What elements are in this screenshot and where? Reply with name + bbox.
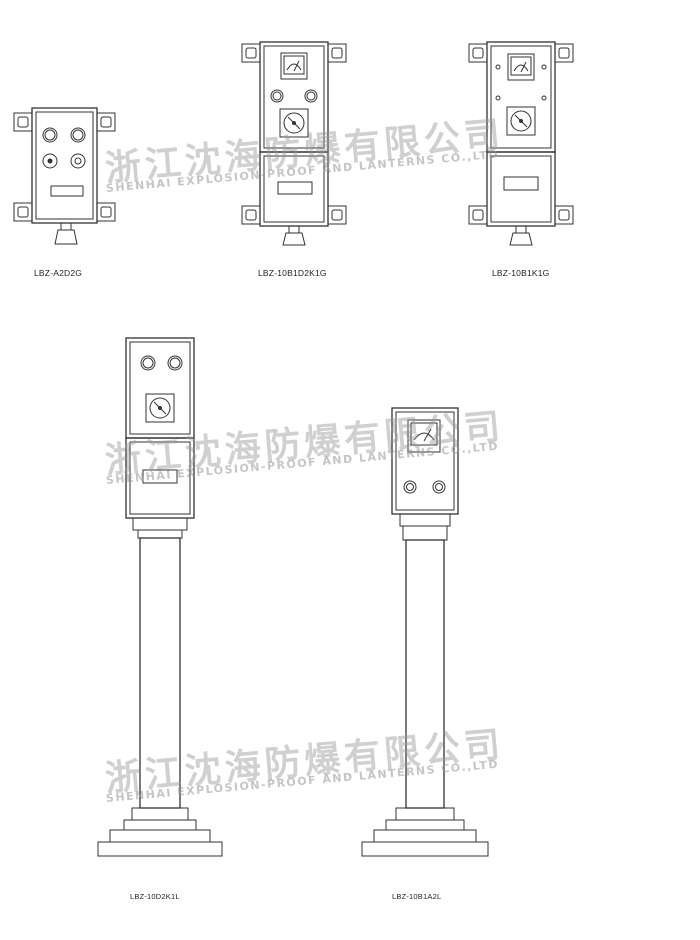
enclosure-body <box>31 107 98 224</box>
ammeter <box>507 53 535 81</box>
indicator-lamp <box>42 153 58 169</box>
ammeter <box>407 419 441 453</box>
nameplate <box>50 185 84 197</box>
push-button <box>70 127 86 143</box>
nameplate <box>277 181 313 195</box>
rotary-switch <box>506 106 536 136</box>
mounting-lug <box>96 112 116 132</box>
nameplate <box>142 469 178 484</box>
push-button <box>140 355 156 371</box>
product-drawing-lbz-10b1d2k1g <box>241 41 347 246</box>
product-drawing-lbz-10d2k1l <box>97 337 223 857</box>
push-button <box>403 480 417 494</box>
column-base <box>395 807 455 821</box>
product-drawing-lbz-a2d2g <box>13 107 116 245</box>
model-label: LBZ-10B1K1G <box>492 268 550 278</box>
mounting-lug <box>13 202 33 222</box>
mounting-lug <box>96 202 116 222</box>
mounting-lug <box>13 112 33 132</box>
enclosure-upper <box>125 337 195 439</box>
cable-gland <box>509 232 533 246</box>
model-label: LBZ-10D2K1L <box>130 892 180 901</box>
model-label: LBZ-10B1A2L <box>392 892 442 901</box>
push-button <box>167 355 183 371</box>
cable-gland <box>54 229 78 245</box>
push-button <box>432 480 446 494</box>
indicator-lamp <box>70 153 86 169</box>
enclosure-lower <box>486 151 556 227</box>
model-label: LBZ-10B1D2K1G <box>258 268 327 278</box>
product-drawing-lbz-10b1a2l <box>361 407 489 857</box>
rotary-switch <box>279 108 309 138</box>
rotary-switch <box>145 393 175 423</box>
push-button <box>42 127 58 143</box>
column-base <box>131 807 189 821</box>
nameplate <box>503 176 539 191</box>
ammeter <box>280 52 308 80</box>
model-label: LBZ-A2D2G <box>34 268 83 278</box>
cable-gland <box>282 232 306 246</box>
product-drawing-lbz-10b1k1g <box>468 41 574 246</box>
push-button <box>304 89 318 103</box>
push-button <box>270 89 284 103</box>
